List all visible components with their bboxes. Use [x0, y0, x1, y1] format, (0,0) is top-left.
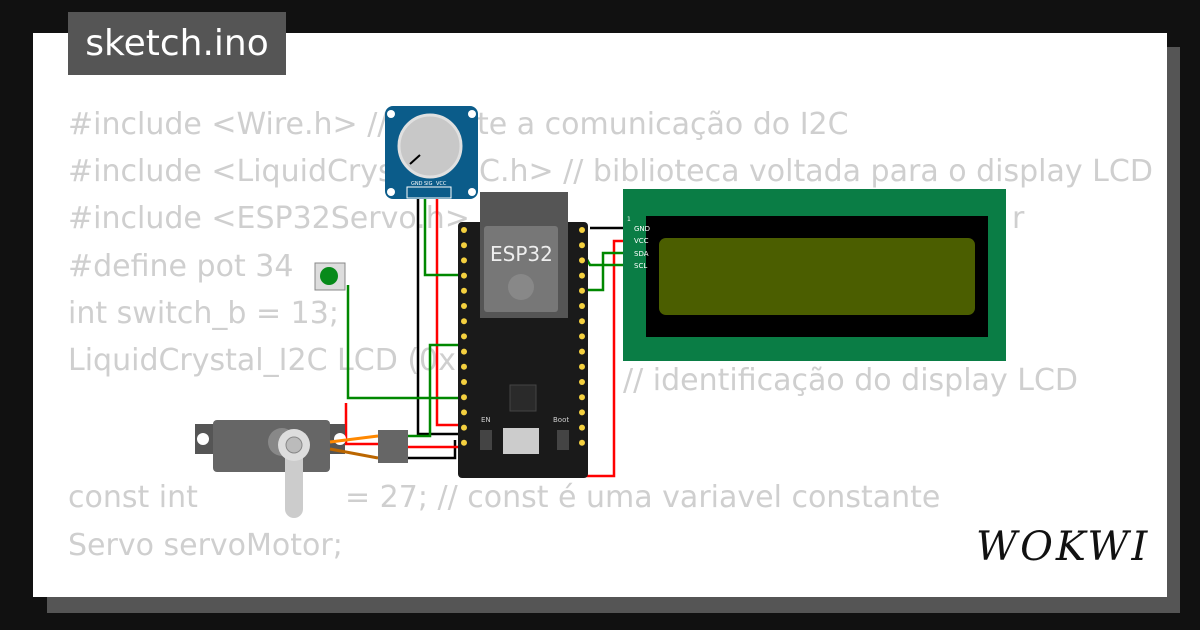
esp32-pin — [461, 363, 467, 370]
esp32-pin — [461, 318, 467, 325]
pot-pin-label: SIG — [424, 181, 433, 187]
esp32-pin — [579, 303, 585, 309]
esp32-pin — [461, 439, 467, 446]
esp32-pin — [579, 318, 585, 325]
esp32-pin — [461, 242, 467, 249]
code-line: r — [1012, 201, 1025, 236]
esp32-pin — [579, 242, 585, 249]
esp32-pin — [461, 333, 467, 340]
lcd-pin-label: SDA — [634, 250, 649, 258]
esp32-pin — [579, 439, 585, 446]
wire-green — [585, 251, 628, 292]
esp32-pin — [579, 227, 585, 233]
code-line: const int — [68, 480, 198, 515]
code-line: Servo servoMotor; — [68, 528, 343, 563]
servo-motor — [195, 420, 408, 518]
esp32-label: ESP32 — [490, 242, 553, 266]
wire-red — [435, 193, 462, 440]
potentiometer: GND SIG VCC — [385, 106, 478, 199]
code-line: // identificação do display LCD — [623, 363, 1078, 398]
esp32-pin — [461, 348, 467, 355]
pot-pin-label: GND — [411, 181, 423, 187]
esp32-pin — [579, 287, 585, 294]
esp32-pin — [461, 272, 467, 279]
esp32-pin — [461, 409, 467, 416]
code-line: #include <ESP32Servo.h> — [68, 201, 470, 236]
en-button[interactable] — [480, 430, 492, 450]
lcd-pin-label: GND — [634, 225, 650, 233]
code-line: #include <LiquidCrys — [68, 154, 394, 189]
file-tab: sketch.ino — [68, 12, 286, 75]
code-line: = 27; // const é uma variavel constante — [345, 480, 941, 515]
wire-black — [416, 193, 458, 436]
esp32-pin — [461, 394, 467, 401]
en-label: EN — [481, 416, 491, 424]
esp32-pin — [579, 394, 585, 401]
lcd-pin-label: VCC — [634, 237, 649, 245]
code-line: #include <Wire.h> // — [68, 107, 388, 142]
esp32-pin — [579, 257, 585, 264]
pot-pin-label: VCC — [436, 181, 447, 187]
code-line: te a comunicação do I2C — [477, 107, 849, 142]
esp32-pin — [579, 409, 585, 416]
esp32-pin — [579, 363, 585, 370]
wire-green — [583, 255, 628, 267]
servo-connector — [378, 430, 408, 463]
wire-green — [408, 343, 463, 438]
lcd-pin1-label: 1 — [627, 216, 631, 223]
boot-button[interactable] — [557, 430, 569, 450]
esp32-board: ESP32 EN Boot — [458, 192, 588, 478]
usb-port — [503, 428, 539, 454]
boot-label: Boot — [553, 416, 569, 424]
wire-green — [423, 193, 463, 277]
wire-red — [344, 403, 378, 446]
code-line: int switch_b = 13; — [68, 296, 339, 331]
esp32-pin — [461, 303, 467, 309]
esp32-pin — [579, 424, 585, 431]
lcd-screen — [659, 238, 975, 315]
lcd-pin-label: SCL — [634, 262, 647, 270]
wire-green — [346, 285, 463, 400]
code-line: #define pot 34 — [68, 249, 294, 284]
pushbutton[interactable] — [314, 262, 346, 291]
esp32-pin — [579, 272, 585, 279]
esp32-pin — [461, 287, 467, 294]
lcd-display: 1 GND VCC SDA SCL — [623, 189, 1006, 361]
esp32-pin — [579, 333, 585, 340]
knob — [397, 113, 463, 179]
esp32-pin — [461, 227, 467, 233]
esp32-pin — [461, 257, 467, 264]
code-line: C.h> // biblioteca voltada para o displa… — [479, 154, 1153, 189]
esp32-pin — [579, 348, 585, 355]
wire-black — [408, 440, 457, 460]
esp32-pin — [461, 379, 467, 385]
esp32-pin — [461, 424, 467, 431]
wokwi-logo: WOKWI — [976, 524, 1151, 570]
esp32-pin — [579, 379, 585, 385]
